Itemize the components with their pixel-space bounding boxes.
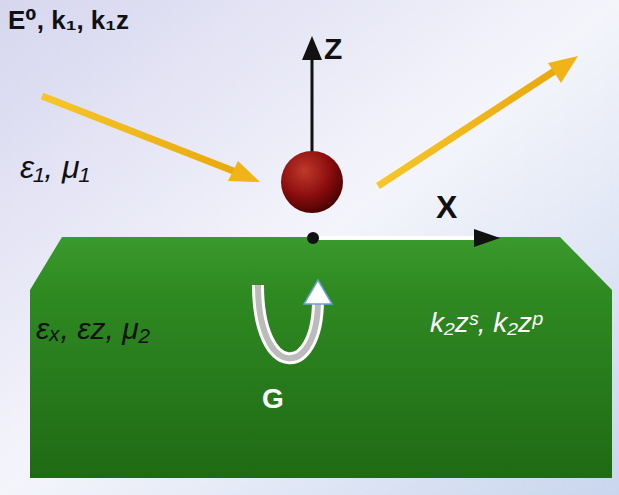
incident-arrowhead [228,161,260,182]
x-arrowhead [474,229,500,247]
z-arrowhead [302,36,322,60]
substrate-symbols: εₓ, εz, μ₂ [36,312,150,345]
axis-label: Z [324,32,342,65]
x-axis [316,236,478,240]
particle-sphere [281,151,343,213]
medium-symbols: ε₁, μ₁ [20,150,90,185]
origin-dot [307,232,319,244]
scattered-beam [378,70,556,186]
scattered-arrowhead [548,56,578,83]
z-axis [311,55,314,160]
field-symbols: E⁰, k₁, k₁z [8,6,129,35]
slab-top [30,237,612,290]
green-function-label: G [262,384,284,415]
green-function-arrowhead [304,280,332,304]
axis-label: X [436,190,457,225]
wavevector-symbols: k₂zˢ, k₂zᵖ [430,308,542,339]
